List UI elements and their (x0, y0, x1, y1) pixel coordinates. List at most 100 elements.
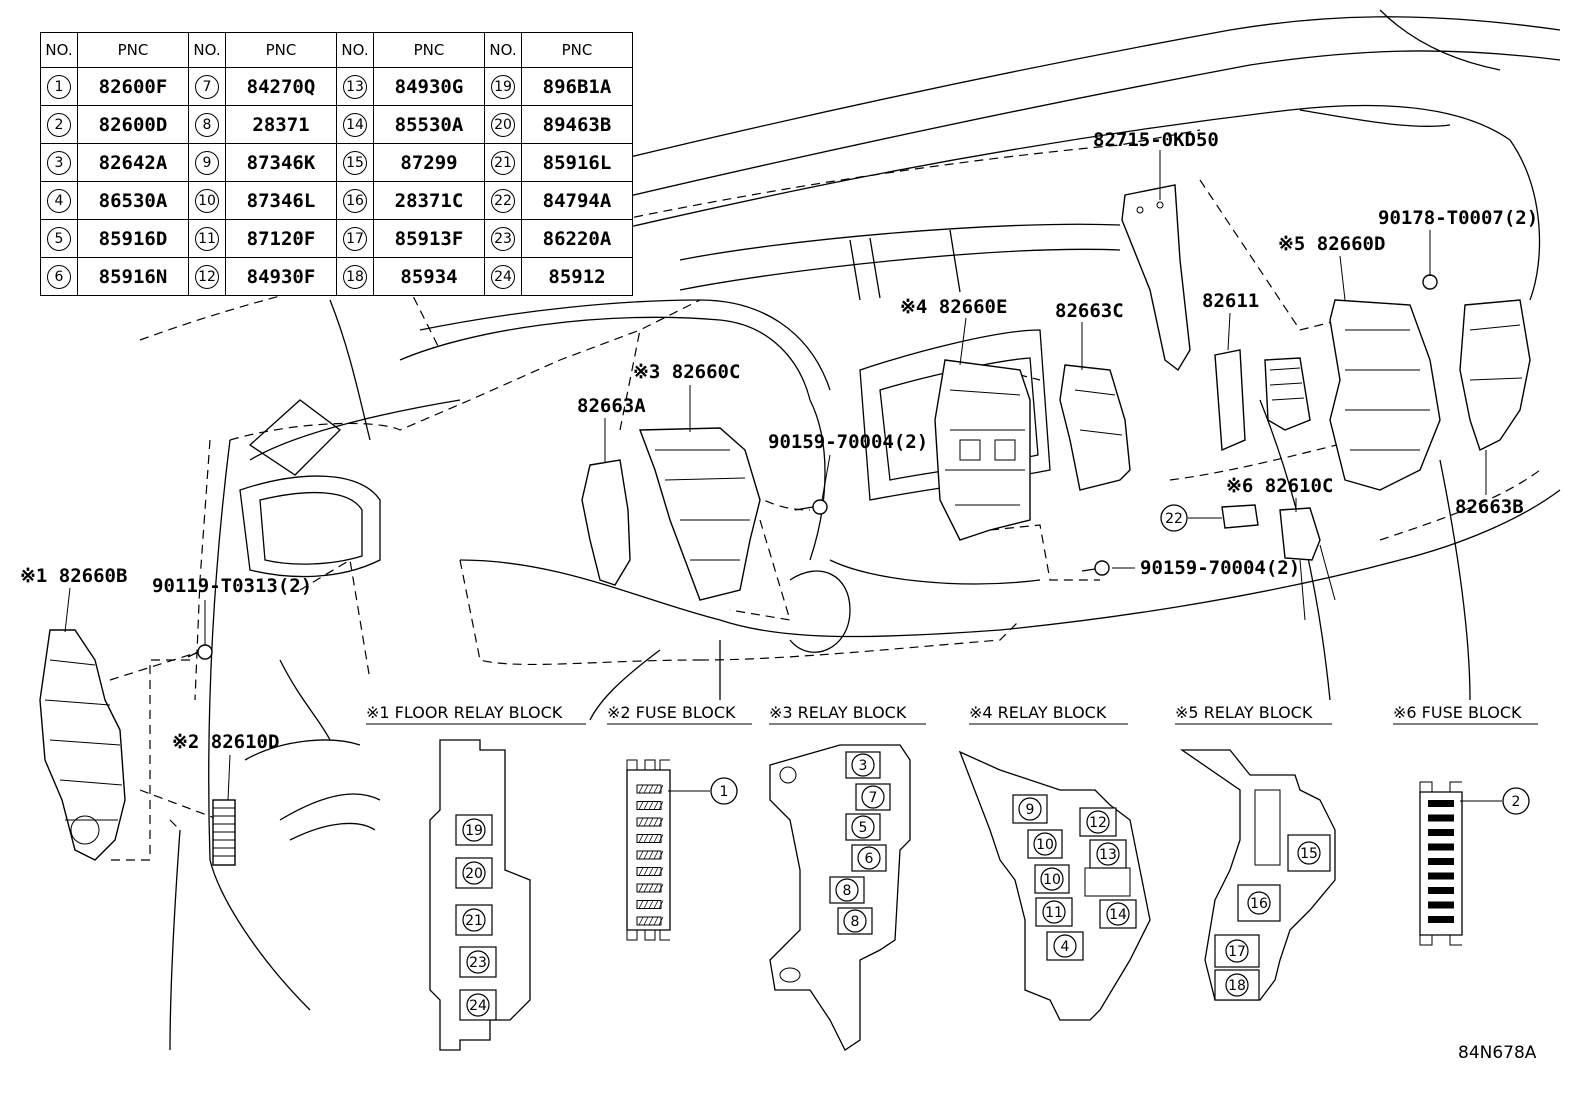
callout-number: 9 (1026, 802, 1035, 818)
callout-number: 7 (869, 790, 878, 806)
cell-pnc: 85913F (373, 219, 485, 258)
callout-number: 9 (195, 151, 219, 175)
header-pnc: PNC (521, 32, 633, 68)
fuse-block-82610C (1279, 507, 1336, 621)
cell-no: 10 (188, 181, 226, 220)
fuse-hatch (658, 834, 664, 843)
relay-slot: 14 (1099, 899, 1137, 929)
header-pnc: PNC (77, 32, 189, 68)
header-no: NO. (188, 32, 226, 68)
cell-pnc: 28371C (373, 181, 485, 220)
cell-no: 3 (40, 143, 78, 182)
callout-number: 3 (47, 151, 71, 175)
label-82610C: ※6 82610C (1226, 475, 1333, 497)
callout-circle (1225, 939, 1249, 963)
fuse-slot (1428, 901, 1454, 909)
label-82660C: ※3 82660C (633, 361, 740, 383)
fuse-hatch (643, 801, 649, 810)
callout-number: 18 (343, 265, 367, 289)
cell-pnc: 85530A (373, 105, 485, 144)
relay-82611 (1214, 349, 1246, 452)
callout-number: 6 (865, 851, 874, 867)
callout-number: 4 (47, 189, 71, 213)
fuse-hatch (643, 867, 649, 876)
fuse-slot (1428, 887, 1454, 894)
relay-slot: 8 (837, 907, 873, 935)
fuse-hatch (638, 817, 644, 827)
connector-82611-side (1264, 357, 1311, 431)
callout-number: 23 (469, 955, 487, 971)
callout-22: 22 (1160, 504, 1188, 532)
cell-pnc: 85912 (521, 257, 633, 296)
callout-number: 5 (859, 820, 868, 836)
callout-number: 16 (1250, 896, 1268, 912)
fuse-hatch (648, 834, 654, 843)
relay-slot: 23 (459, 946, 497, 978)
callout-number: 21 (465, 913, 483, 929)
callout-number: 13 (343, 75, 367, 99)
callout-number: 23 (491, 227, 515, 251)
fuse-slot (1428, 858, 1454, 865)
callout-number: 24 (491, 265, 515, 289)
callout-number: 15 (1300, 846, 1318, 862)
fuse-hatch (648, 850, 654, 860)
cell-pnc: 87299 (373, 143, 485, 182)
fuse-slot (1428, 916, 1454, 923)
callout-number: 21 (491, 151, 515, 175)
callout-circle (851, 815, 875, 839)
leader-lines (64, 150, 1487, 801)
callout-circle (1018, 797, 1042, 821)
floor-relay-block-layout (429, 739, 531, 1051)
fuse-hatch (643, 834, 649, 843)
cell-no: 7 (188, 67, 226, 106)
fuse-hatch (643, 784, 649, 794)
relay-block-82660C (638, 427, 761, 601)
callout-number: 15 (343, 151, 367, 175)
relay-84794A (1221, 504, 1259, 529)
label-82663B: 82663B (1455, 496, 1524, 518)
callout-number: 8 (851, 914, 860, 930)
callout-number: 22 (1165, 511, 1183, 527)
cell-pnc: 82642A (77, 143, 189, 182)
figure-id: 84N678A (1458, 1043, 1537, 1063)
fuse-hatch (653, 850, 659, 860)
callout-1: 1 (710, 777, 738, 805)
callout-circle (1106, 902, 1130, 926)
label-82660B: ※1 82660B (20, 565, 127, 587)
cell-no: 1 (40, 67, 78, 106)
callout-circle (1053, 934, 1077, 958)
cell-pnc: 82600F (77, 67, 189, 106)
fuse-hatch (648, 883, 654, 893)
bolt-90119 (187, 644, 213, 660)
cell-no: 18 (336, 257, 374, 296)
callout-circle (1297, 841, 1321, 865)
header-no: NO. (336, 32, 374, 68)
cover-82663C (1059, 364, 1131, 491)
cell-pnc: 85934 (373, 257, 485, 296)
callout-number: 8 (843, 883, 852, 899)
callout-number: 8 (195, 113, 219, 137)
fuse-hatch (648, 801, 654, 810)
fuse-hatch (638, 883, 644, 893)
fuse-hatch (648, 867, 654, 876)
fuse-hatch (638, 867, 644, 876)
fuse-slot (1428, 872, 1454, 880)
fuse-hatch (643, 900, 649, 909)
label-82663C: 82663C (1055, 300, 1124, 322)
callout-circle (835, 878, 859, 902)
callout-number: 2 (1512, 794, 1521, 810)
callout-circle (462, 818, 486, 842)
callout-circle (857, 846, 881, 870)
relay-slot: 10 (1034, 864, 1070, 894)
relay-slot: 6 (851, 844, 887, 872)
bolt-90159-b (1081, 560, 1110, 576)
callout-circle (1247, 891, 1271, 915)
header-pnc: PNC (373, 32, 485, 68)
fuse-slots (636, 784, 664, 926)
relay-block-82660E (934, 359, 1031, 541)
label-90119: 90119-T0313(2) (152, 575, 312, 597)
